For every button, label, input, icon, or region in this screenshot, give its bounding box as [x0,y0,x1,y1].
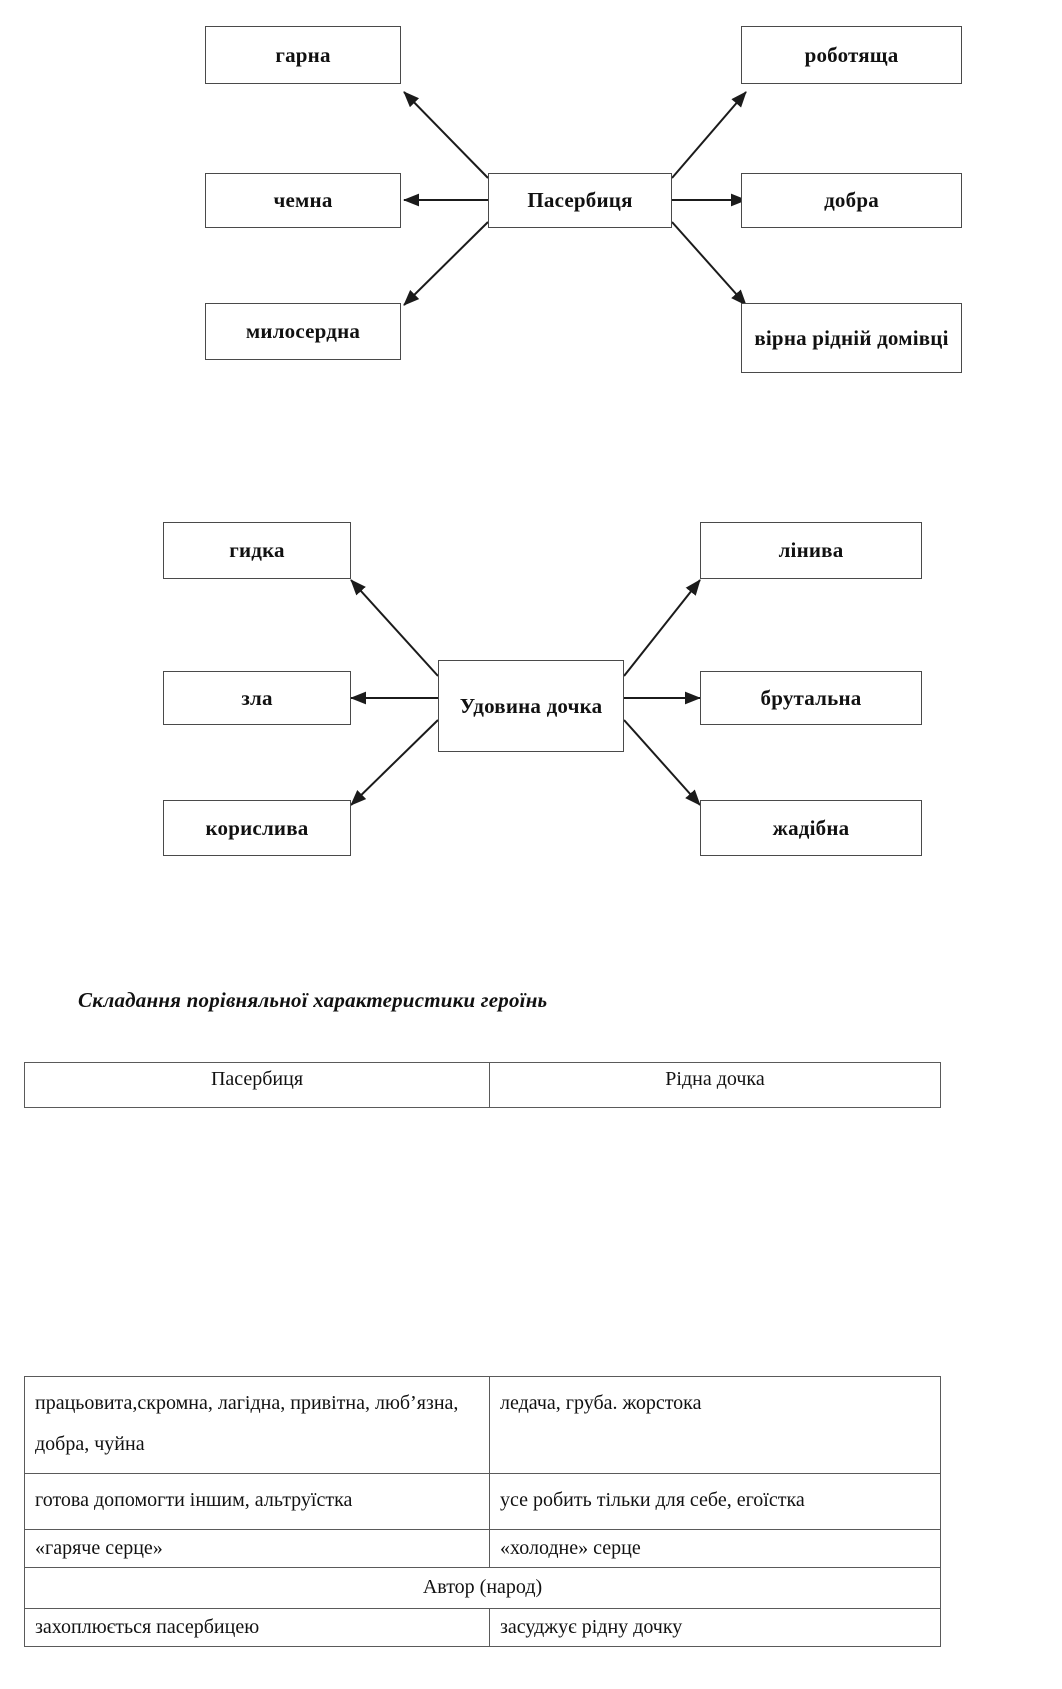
connector-center-to-zhadibna [623,719,701,806]
node-center-paserbytsia-label: Пасербиця [527,188,633,213]
node-hydka-label: гидка [229,538,285,563]
cell-author-view-dochka: засуджує рідну дочку [489,1608,941,1647]
cell-traits-dochka: ледача, груба. жорстока [489,1376,941,1474]
node-center-udovyna-dochka[interactable]: Удовина дочка [438,660,624,752]
cell-altruism-paserbytsia: готова допомогти іншим, альтруїстка [24,1473,490,1530]
table-header-cell-ridna-dochka: Рідна дочка [489,1062,941,1108]
cell-author-span: Автор (народ) [24,1567,941,1609]
comparison-table-header: Пасербиця Рідна дочка [24,1062,941,1108]
connector-center-to-koryslyva [350,719,439,806]
cell-egoism-dochka: усе робить тільки для себе, егоїстка [489,1473,941,1530]
node-virna-ridniy-domivtsi-label: вірна рідній домівці [754,325,949,350]
node-garna-label: гарна [275,42,331,67]
cell-heart-paserbytsia: «гаряче серце» [24,1529,490,1568]
comparison-table-body: працьовита,скромна, лагідна, привітна, л… [24,1376,941,1647]
cell-traits-paserbytsia: працьовита,скромна, лагідна, привітна, л… [24,1376,490,1474]
node-brutalna-label: брутальна [760,685,862,710]
node-dobra-label: добра [824,188,879,213]
section-heading: Складання порівняльної характеристики ге… [78,988,548,1012]
node-hydka[interactable]: гидка [163,522,351,579]
node-zla[interactable]: зла [163,671,351,725]
node-liniva-label: лінива [778,538,844,563]
diagram-udovyna-dochka: гидка лінива зла Удовина дочка брутальна… [0,500,1062,920]
cell-heart-dochka: «холодне» серце [489,1529,941,1568]
connector-center-to-garna [403,91,489,179]
table-row: готова допомогти іншим, альтруїстка усе … [24,1473,941,1530]
node-virna-ridniy-domivtsi[interactable]: вірна рідній домівці [741,303,962,373]
connector-center-to-robotiashcha [671,91,747,179]
table-row: Пасербиця Рідна дочка [24,1062,941,1108]
table-row: «гаряче серце» «холодне» серце [24,1529,941,1568]
connector-center-to-myloserdna [403,221,489,306]
node-zhadibna[interactable]: жадібна [700,800,922,856]
connector-center-to-liniva [623,579,701,677]
node-chemna[interactable]: чемна [205,173,401,228]
connector-center-to-virna [671,221,747,306]
node-dobra[interactable]: добра [741,173,962,228]
table-row: захоплюється пасербицею засуджує рідну д… [24,1608,941,1647]
node-chemna-label: чемна [273,188,333,213]
node-liniva[interactable]: лінива [700,522,922,579]
node-center-paserbytsia[interactable]: Пасербиця [488,173,672,228]
node-zla-label: зла [241,685,273,710]
diagram-paserbytsia: гарна роботяща чемна Пасербиця добра мил… [0,0,1062,470]
table-row: працьовита,скромна, лагідна, привітна, л… [24,1376,941,1474]
node-center-udovyna-dochka-label: Удовина дочка [459,693,603,718]
node-robotiashcha-label: роботяща [804,42,899,67]
node-myloserdna-label: милосердна [245,319,361,344]
table-row: Автор (народ) [24,1567,941,1609]
node-garna[interactable]: гарна [205,26,401,84]
node-zhadibna-label: жадібна [772,815,850,840]
node-myloserdna[interactable]: милосердна [205,303,401,360]
node-robotiashcha[interactable]: роботяща [741,26,962,84]
table-header-cell-paserbytsia: Пасербиця [24,1062,490,1108]
connector-center-to-hydka [350,579,439,677]
node-brutalna[interactable]: брутальна [700,671,922,725]
node-koryslyva-label: корислива [205,815,309,840]
node-koryslyva[interactable]: корислива [163,800,351,856]
cell-author-view-paserbytsia: захоплюється пасербицею [24,1608,490,1647]
